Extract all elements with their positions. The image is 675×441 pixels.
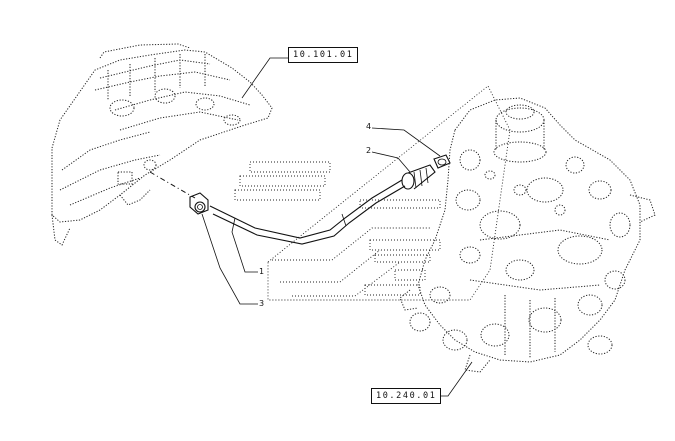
callout-3: 3 (259, 299, 265, 308)
leader-ref-top (241, 57, 288, 99)
engine-block-outline (51, 43, 273, 246)
leader-1 (231, 217, 258, 273)
callout-1: 1 (259, 267, 265, 276)
sealing-washer (433, 154, 451, 169)
reference-box-bottom: 10.240.01 (371, 388, 442, 404)
callout-4: 4 (366, 122, 372, 131)
injection-pump-outline (399, 97, 656, 373)
reference-box-top: 10.101.01 (288, 47, 359, 63)
leader-4 (371, 127, 441, 157)
union-fitting (189, 192, 209, 215)
callout-2: 2 (366, 146, 372, 155)
fuel-pipe (209, 179, 406, 245)
background-panel (234, 85, 511, 301)
leader-3 (201, 213, 258, 305)
leader-lines (201, 57, 473, 397)
pipe-nut-fitting (401, 164, 436, 190)
leader-2 (371, 151, 411, 173)
leader-ref-bottom (440, 361, 473, 397)
assembly-dash-line (149, 171, 196, 199)
